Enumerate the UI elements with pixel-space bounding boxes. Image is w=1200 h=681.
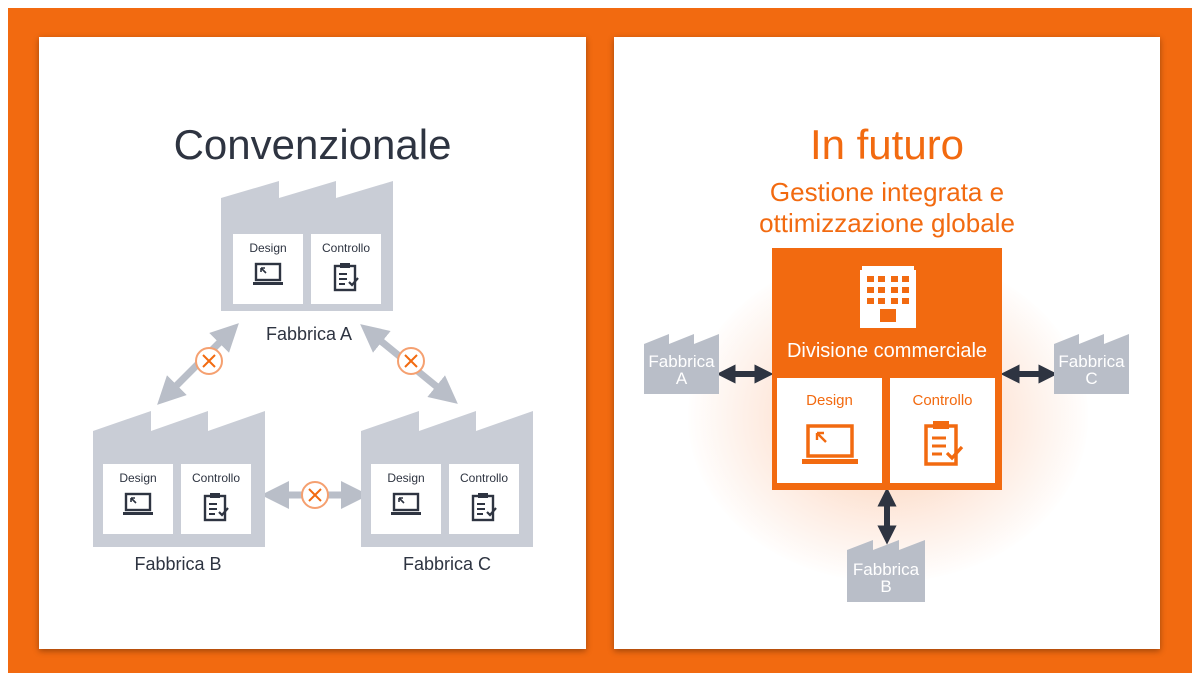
laptop-icon [802, 424, 858, 464]
design-cell: Design [103, 464, 173, 534]
laptop-icon [391, 492, 421, 515]
factory-c: Design Controllo [361, 411, 533, 547]
factory-a: Design Controllo [221, 181, 393, 311]
building-icon [860, 266, 916, 328]
control-cell: Controllo [449, 464, 519, 534]
small-factory-c: Fabbrica C [1054, 334, 1129, 394]
factory-a-label: Fabbrica A [265, 324, 353, 344]
laptop-icon [253, 262, 283, 285]
division-control-cell: Controllo [890, 378, 995, 483]
blocked-connections [157, 323, 458, 509]
blocked-x-icon [301, 481, 329, 509]
control-cell: Controllo [311, 234, 381, 304]
conventional-panel: Convenzionale Design [39, 37, 586, 649]
factory-icon [1054, 334, 1129, 394]
control-cell: Controllo [181, 464, 251, 534]
small-factory-b: Fabbrica B [847, 540, 925, 602]
factory-b-label: Fabbrica B [134, 554, 222, 574]
blocked-x-icon [397, 347, 425, 375]
future-subtitle: Gestione integrata e ottimizzazione glob… [759, 177, 1015, 238]
factory-b: Design Controllo [93, 411, 265, 547]
factory-icon [847, 540, 925, 602]
future-panel: In futuro Gestione integrata e ottimizza… [614, 37, 1160, 649]
division-label: Divisione commerciale [786, 340, 988, 362]
division-design-cell: Design [777, 378, 882, 483]
factory-c-label: Fabbrica C [402, 554, 492, 574]
design-cell: Design [233, 234, 303, 304]
clipboard-check-icon [203, 493, 229, 522]
clipboard-check-icon [924, 421, 964, 466]
laptop-icon [123, 492, 153, 515]
factory-icon [644, 334, 719, 394]
conventional-title: Convenzionale [173, 121, 452, 168]
clipboard-check-icon [333, 263, 359, 292]
blocked-x-icon [195, 347, 223, 375]
design-cell: Design [371, 464, 441, 534]
small-factory-a: Fabbrica A [644, 334, 719, 394]
clipboard-check-icon [471, 493, 497, 522]
integrated-connections [716, 364, 1058, 545]
sales-division-box: Divisione commerciale Design Controllo [772, 248, 1002, 490]
future-title: In futuro [809, 121, 965, 168]
